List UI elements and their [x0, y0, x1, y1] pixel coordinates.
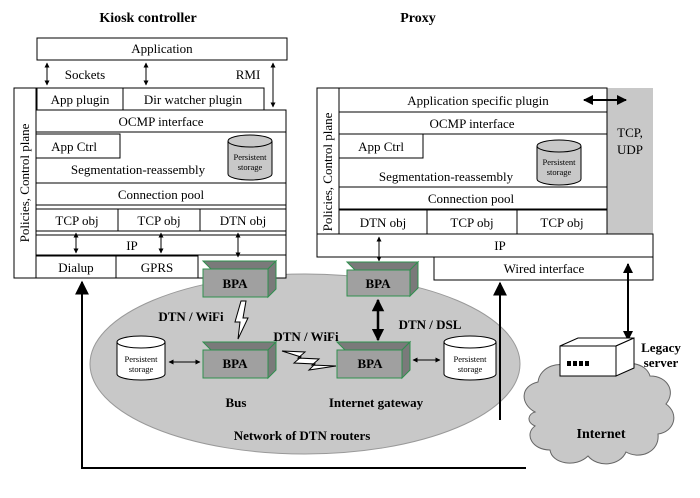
proxy-ip-label: IP — [494, 238, 506, 253]
kiosk-storage-line1: Persistent — [233, 152, 267, 162]
bus-storage-line1: Persistent — [124, 354, 158, 364]
kiosk-dtn-obj-box — [199, 208, 287, 232]
kiosk-app-plugin-label: App plugin — [51, 92, 110, 107]
proxy-app-plugin-label: Application specific plugin — [407, 93, 549, 108]
kiosk-segmentation-label: Segmentation-reassembly — [71, 162, 206, 177]
dtn-wifi-label-1: DTN / WiFi — [158, 309, 224, 324]
kiosk-persistent-storage: Persistent storage — [227, 134, 273, 181]
bus-storage-line2: storage — [129, 364, 154, 374]
proxy-tcp-udp-box — [607, 88, 653, 234]
kiosk-app-ctrl-box — [35, 133, 121, 159]
kiosk-controller-title: Kiosk controller — [99, 11, 196, 26]
proxy-ocmp-box — [338, 111, 608, 135]
proxy-tcp-udp-line2: UDP — [617, 142, 643, 157]
bpa-proxy: BPA — [345, 260, 420, 298]
kiosk-ocmp-label: OCMP interface — [118, 114, 203, 129]
bpa-gateway-label: BPA — [357, 356, 383, 371]
proxy-connection-pool-label: Connection pool — [428, 191, 515, 206]
kiosk-dialup-label: Dialup — [58, 260, 93, 275]
kiosk-ocmp-box — [35, 109, 287, 133]
proxy-connection-pool-box — [338, 186, 608, 210]
dtn-network-label: Network of DTN routers — [234, 428, 371, 443]
bpa-kiosk-label: BPA — [222, 276, 248, 291]
proxy-dtn-obj-box — [338, 209, 428, 235]
kiosk-application-box — [36, 37, 288, 61]
proxy-dtn-obj-label: DTN obj — [360, 215, 407, 230]
proxy-storage-line2: storage — [547, 167, 572, 177]
kiosk-connection-pool-box — [35, 182, 287, 206]
gateway-storage-line2: storage — [458, 364, 483, 374]
kiosk-app-ctrl-label: App Ctrl — [51, 139, 97, 154]
bpa-bus-label: BPA — [222, 356, 248, 371]
proxy-title: Proxy — [400, 11, 436, 26]
bpa-kiosk: BPA — [201, 259, 278, 299]
proxy-tcp-obj-2-label: TCP obj — [540, 215, 583, 230]
kiosk-connection-pool-label: Connection pool — [118, 187, 205, 202]
proxy-ip-box — [316, 233, 654, 258]
bpa-gateway: BPA — [335, 340, 412, 380]
proxy-tcp-obj-1-box — [426, 209, 518, 235]
dialup-internet-path — [75, 280, 526, 469]
dtn-wifi-label-2: DTN / WiFi — [273, 329, 339, 344]
gateway-storage-line1: Persistent — [453, 354, 487, 364]
kiosk-ip-label: IP — [126, 238, 138, 253]
kiosk-gprs-label: GPRS — [141, 260, 174, 275]
kiosk-dtn-obj-label: DTN obj — [220, 213, 267, 228]
kiosk-policies-label: Policies, Control plane — [17, 123, 32, 242]
bpa-proxy-label: BPA — [365, 276, 391, 291]
proxy-tcp-obj-1-label: TCP obj — [450, 215, 493, 230]
kiosk-dir-watcher-label: Dir watcher plugin — [144, 92, 243, 107]
proxy-storage-line1: Persistent — [542, 157, 576, 167]
proxy-app-plugin-box — [338, 87, 608, 113]
wifi-lightning-vertical — [234, 300, 249, 340]
internet-label: Internet — [577, 427, 626, 442]
internet-gateway-label: Internet gateway — [329, 395, 424, 410]
kiosk-application-label: Application — [131, 41, 193, 56]
proxy-app-ctrl-box — [338, 133, 424, 159]
bus-label: Bus — [226, 395, 247, 410]
kiosk-gprs-box — [115, 255, 199, 279]
proxy-policies-label: Policies, Control plane — [320, 112, 335, 231]
kiosk-storage-line2: storage — [238, 162, 263, 172]
proxy-tcp-udp-line1: TCP, — [617, 125, 643, 140]
bus-persistent-storage: Persistent storage — [116, 335, 166, 381]
proxy-segmentation-label: Segmentation-reassembly — [379, 169, 514, 184]
proxy-wired-interface-box — [433, 256, 654, 281]
proxy-persistent-storage: Persistent storage — [536, 139, 582, 186]
kiosk-tcp-obj-1-label: TCP obj — [55, 213, 98, 228]
proxy-ocmp-label: OCMP interface — [429, 116, 514, 131]
proxy-app-ctrl-label: App Ctrl — [358, 139, 404, 154]
kiosk-sockets-label: Sockets — [65, 67, 105, 82]
proxy-wired-interface-label: Wired interface — [504, 261, 585, 276]
gateway-persistent-storage: Persistent storage — [443, 335, 497, 381]
legacy-server-line1: Legacy — [641, 340, 681, 355]
kiosk-tcp-obj-2-label: TCP obj — [137, 213, 180, 228]
dtn-dsl-label: DTN / DSL — [399, 317, 462, 332]
wifi-lightning-horizontal — [281, 350, 337, 371]
legacy-server-line2: server — [644, 355, 679, 370]
kiosk-rmi-label: RMI — [236, 67, 261, 82]
bpa-bus: BPA — [201, 340, 278, 380]
legacy-server — [559, 337, 635, 377]
proxy-tcp-obj-2-box — [516, 209, 608, 235]
